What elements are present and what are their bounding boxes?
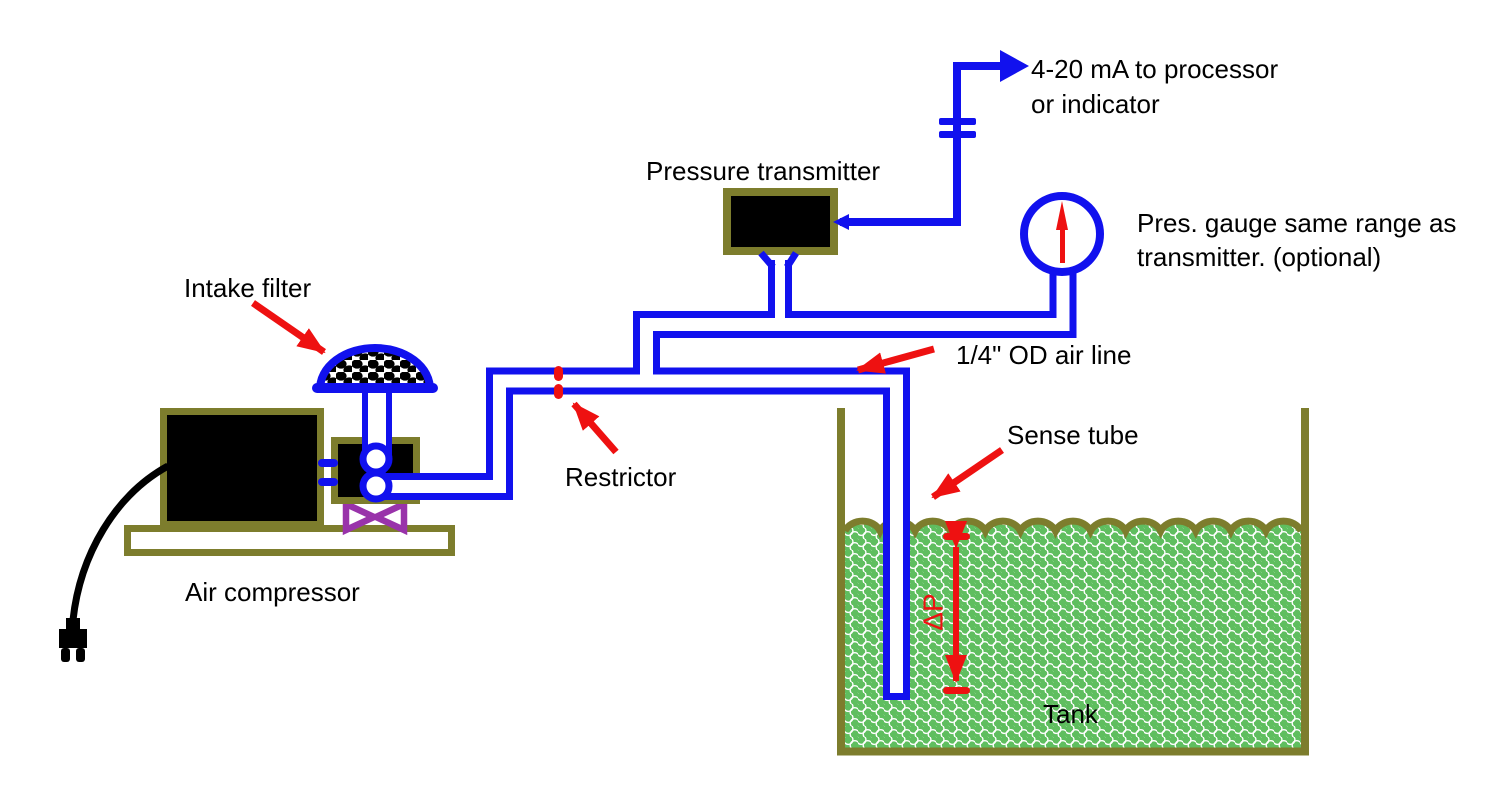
air-compressor-label: Air compressor bbox=[185, 577, 360, 607]
connector-bar bbox=[939, 131, 976, 138]
gauge-note-line1: Pres. gauge same range as bbox=[1137, 208, 1457, 238]
connector-bar bbox=[939, 118, 976, 125]
restrictor-marks bbox=[554, 366, 563, 399]
power-cord bbox=[69, 462, 170, 621]
signal-wire bbox=[833, 50, 1029, 230]
pressure-gauge bbox=[1020, 192, 1104, 276]
pressure-transmitter-box bbox=[723, 188, 838, 270]
shutoff-valve bbox=[342, 498, 408, 536]
intake-filter-dome bbox=[312, 344, 438, 393]
sense-tube-arrow bbox=[931, 447, 1004, 500]
delta-p-label: ΔP bbox=[917, 593, 949, 631]
delta-p-dimension-arrow bbox=[943, 521, 970, 694]
restrictor-label: Restrictor bbox=[565, 462, 677, 492]
tank-label: Tank bbox=[1043, 699, 1098, 729]
transmitter-funnel bbox=[758, 250, 799, 270]
output-signal-label-line1: 4-20 mA to processor bbox=[1031, 54, 1279, 84]
power-plug bbox=[59, 618, 87, 648]
gauge-note-line2: transmitter. (optional) bbox=[1137, 242, 1382, 272]
pressure-transmitter-label: Pressure transmitter bbox=[646, 156, 881, 186]
air-line-label: 1/4" OD air line bbox=[956, 340, 1132, 370]
intake-filter-label: Intake filter bbox=[184, 273, 312, 303]
intake-filter-arrow bbox=[251, 300, 326, 355]
gauge-needle bbox=[1056, 201, 1068, 263]
sense-tube-label: Sense tube bbox=[1007, 420, 1139, 450]
restrictor-arrow bbox=[571, 401, 619, 455]
wire-arrowhead-into-box bbox=[833, 214, 849, 230]
plug-prong bbox=[61, 648, 70, 662]
plug-prong bbox=[76, 648, 85, 662]
check-valve-circles bbox=[359, 442, 393, 503]
base-plate bbox=[124, 525, 455, 556]
tank-walls bbox=[837, 408, 1309, 756]
air-compressor-group bbox=[59, 408, 455, 662]
callout-arrows bbox=[251, 300, 1004, 500]
compressor-motor bbox=[160, 408, 324, 528]
signal-arrowhead bbox=[1000, 50, 1029, 82]
liquid-surface-wave bbox=[841, 517, 1305, 539]
air-line-arrow bbox=[856, 345, 935, 374]
output-signal-label-line2: or indicator bbox=[1031, 89, 1160, 119]
